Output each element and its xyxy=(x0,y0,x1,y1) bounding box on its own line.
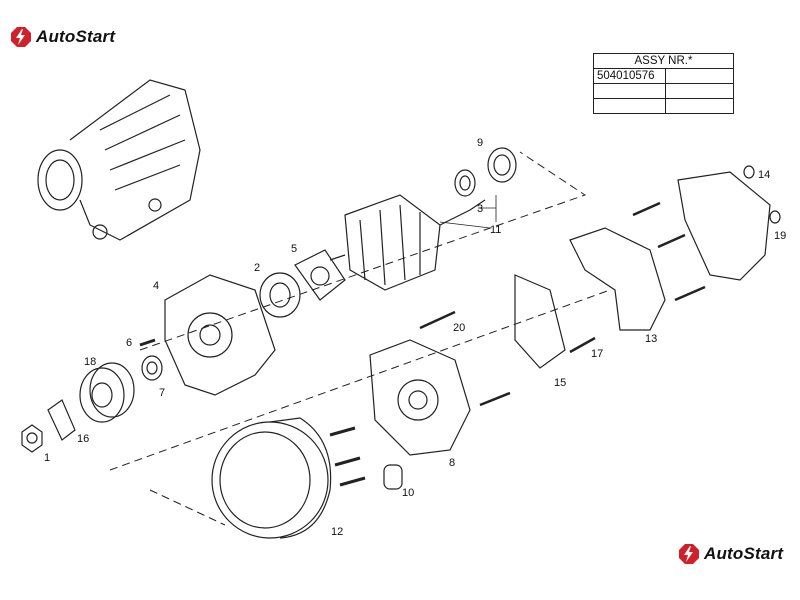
assembly-axis-lines xyxy=(109,151,611,526)
callout-18: 18 xyxy=(84,356,96,368)
part-nut-small xyxy=(743,165,781,224)
callout-20: 20 xyxy=(453,322,465,334)
part-bearing xyxy=(259,272,301,318)
callout-6: 6 xyxy=(126,337,132,349)
callout-1: 1 xyxy=(44,452,50,464)
brand-name: AutoStart xyxy=(704,544,784,563)
callout-12: 12 xyxy=(331,526,343,538)
alternator-assembly xyxy=(37,79,201,241)
callout-14: 14 xyxy=(758,169,770,181)
part-rear-cover xyxy=(677,171,771,281)
callout-10: 10 xyxy=(402,487,414,499)
part-rear-housing xyxy=(369,339,471,456)
assy-header: ASSY NR.* xyxy=(593,53,734,69)
callout-11: 11 xyxy=(490,224,501,236)
part-washer xyxy=(141,355,163,381)
part-bushing xyxy=(383,464,403,490)
part-regulator xyxy=(514,274,566,369)
callout-2: 2 xyxy=(254,262,260,274)
part-rectifier xyxy=(569,227,666,331)
callout-8: 8 xyxy=(449,457,455,469)
callout-7: 7 xyxy=(159,387,165,399)
brand-logo-top: AutoStart xyxy=(10,26,115,48)
part-bearing-cap xyxy=(487,147,517,183)
part-rotor xyxy=(329,194,486,291)
part-stator xyxy=(211,417,366,539)
callout-15: 15 xyxy=(554,377,566,389)
callout-17: 17 xyxy=(591,348,603,360)
part-pulley xyxy=(79,362,135,423)
autostart-logo-icon xyxy=(11,27,31,47)
part-front-housing xyxy=(164,274,276,396)
assy-cell xyxy=(665,98,734,114)
part-retainer-plate xyxy=(294,249,346,301)
callout-13: 13 xyxy=(645,333,657,345)
brand-logo-bottom: AutoStart xyxy=(678,543,783,565)
brand-name: AutoStart xyxy=(36,27,116,46)
callout-3: 3 xyxy=(477,203,483,215)
callout-9: 9 xyxy=(477,137,483,149)
part-bolts xyxy=(419,201,706,407)
autostart-logo-icon xyxy=(679,544,699,564)
callout-16: 16 xyxy=(77,433,89,445)
part-screw xyxy=(139,338,156,347)
leader-lines xyxy=(439,195,497,229)
part-rear-bearing xyxy=(454,169,476,197)
callout-19: 19 xyxy=(774,230,786,242)
assy-number-table: ASSY NR.* 504010576 xyxy=(593,53,734,114)
callout-5: 5 xyxy=(291,243,297,255)
part-nut xyxy=(21,424,43,453)
callout-4: 4 xyxy=(153,280,159,292)
part-spacer xyxy=(47,399,76,441)
